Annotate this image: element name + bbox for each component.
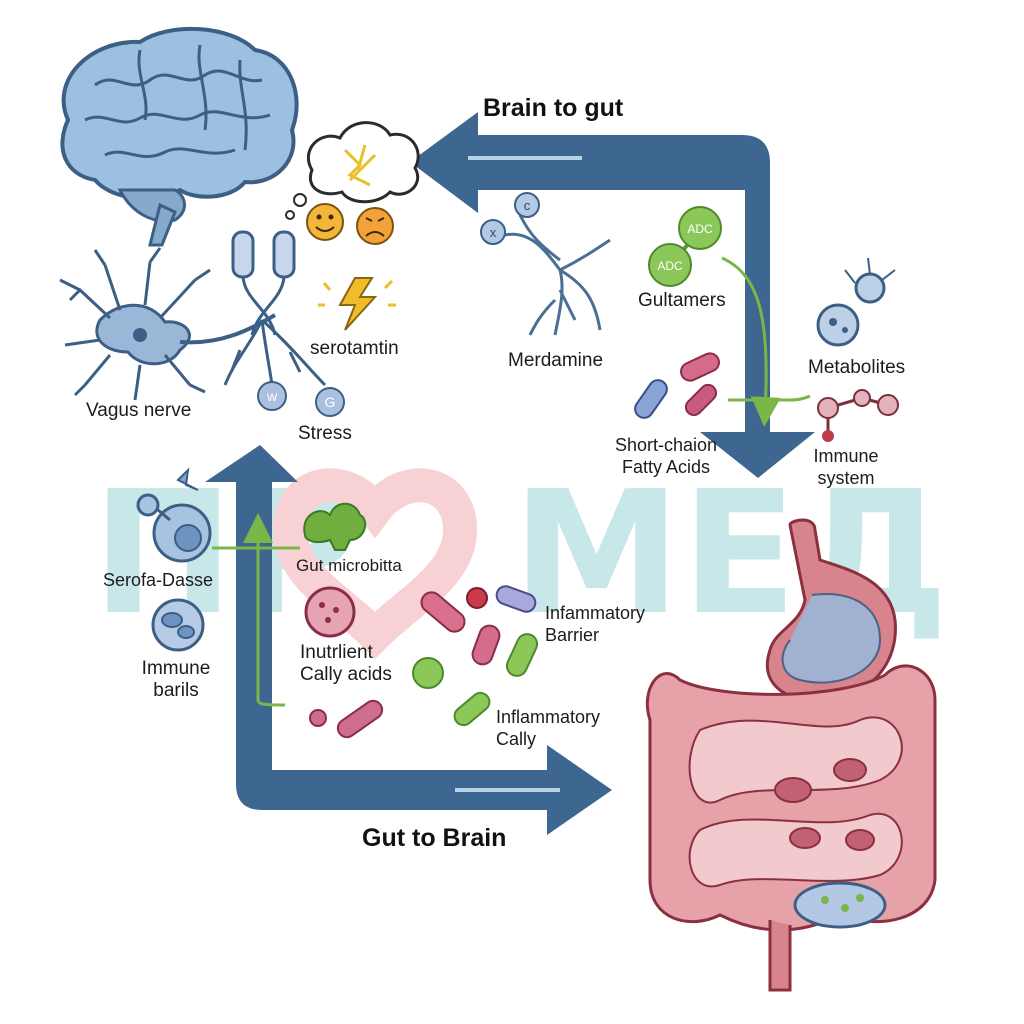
- molecule-2-label: ADC: [657, 259, 683, 273]
- label-vagus-nerve: Vagus nerve: [86, 400, 191, 422]
- immune-molecule-icon: [818, 390, 898, 442]
- label-inflammatory-cally-line2: Cally: [496, 728, 600, 750]
- flow-title-brain-to-gut: Brain to gut: [483, 94, 623, 123]
- node-g-letter: G: [325, 394, 336, 410]
- label-immune-barils-line1: Immune: [126, 658, 226, 680]
- label-serofa-dasse: Serofa-Dasse: [103, 569, 213, 591]
- label-inflammatory-barrier-line1: Infammatory: [545, 602, 645, 624]
- merdamine-neuron-icon: x c: [481, 193, 610, 335]
- node-w-letter: w: [266, 388, 278, 404]
- node-g: G: [316, 388, 344, 416]
- node-w: w: [258, 382, 286, 410]
- label-immune-barils-line2: barils: [126, 680, 226, 702]
- label-nutrient-line1: Inutrlient: [300, 642, 392, 664]
- label-nutrient-acids: Inutrlient Cally acids: [300, 642, 392, 686]
- label-inflammatory-barrier-line2: Barrier: [545, 624, 645, 646]
- label-immune-barils: Immune barils: [126, 658, 226, 702]
- label-immune-system-line2: system: [806, 467, 886, 489]
- happy-face-icon: [307, 204, 343, 240]
- label-nutrient-line2: Cally acids: [300, 664, 392, 686]
- label-immune-system-line1: Immune: [806, 445, 886, 467]
- label-inflammatory-cally: Inflammatory Cally: [496, 706, 600, 750]
- label-inflammatory-cally-line1: Inflammatory: [496, 706, 600, 728]
- angry-face-icon: [357, 208, 393, 244]
- vagus-nerve-fibers: [225, 232, 325, 385]
- brain-icon: [62, 29, 296, 245]
- immune-cell-icon: [153, 600, 203, 650]
- short-chain-bacteria-icon: [632, 350, 722, 421]
- flow-title-gut-to-brain: Gut to Brain: [362, 824, 506, 853]
- label-inflammatory-barrier: Infammatory Barrier: [545, 602, 645, 646]
- node-x-letter: x: [490, 225, 497, 240]
- label-merdamine: Merdamine: [508, 350, 603, 372]
- metabolite-cell-icon: [818, 258, 895, 345]
- lightning-icon: [318, 278, 396, 330]
- thought-bubble-icon: [286, 123, 418, 219]
- node-c-letter: c: [524, 198, 531, 213]
- label-short-chain-fatty-acids: Short-chaion Fatty Acids: [604, 434, 728, 478]
- label-serotamtin: serotamtin: [310, 338, 399, 360]
- label-stress: Stress: [298, 423, 352, 445]
- label-gultamers: Gultamers: [638, 290, 726, 312]
- molecule-1-label: ADC: [687, 222, 713, 236]
- label-metabolites: Metabolites: [808, 357, 905, 379]
- label-gut-microbiota: Gut microbitta: [296, 555, 402, 577]
- label-short-chain-line2: Fatty Acids: [604, 456, 728, 478]
- label-short-chain-line1: Short-chaion: [604, 434, 728, 456]
- adc-molecules-icon: ADC ADC: [649, 207, 721, 286]
- label-immune-system: Immune system: [806, 445, 886, 489]
